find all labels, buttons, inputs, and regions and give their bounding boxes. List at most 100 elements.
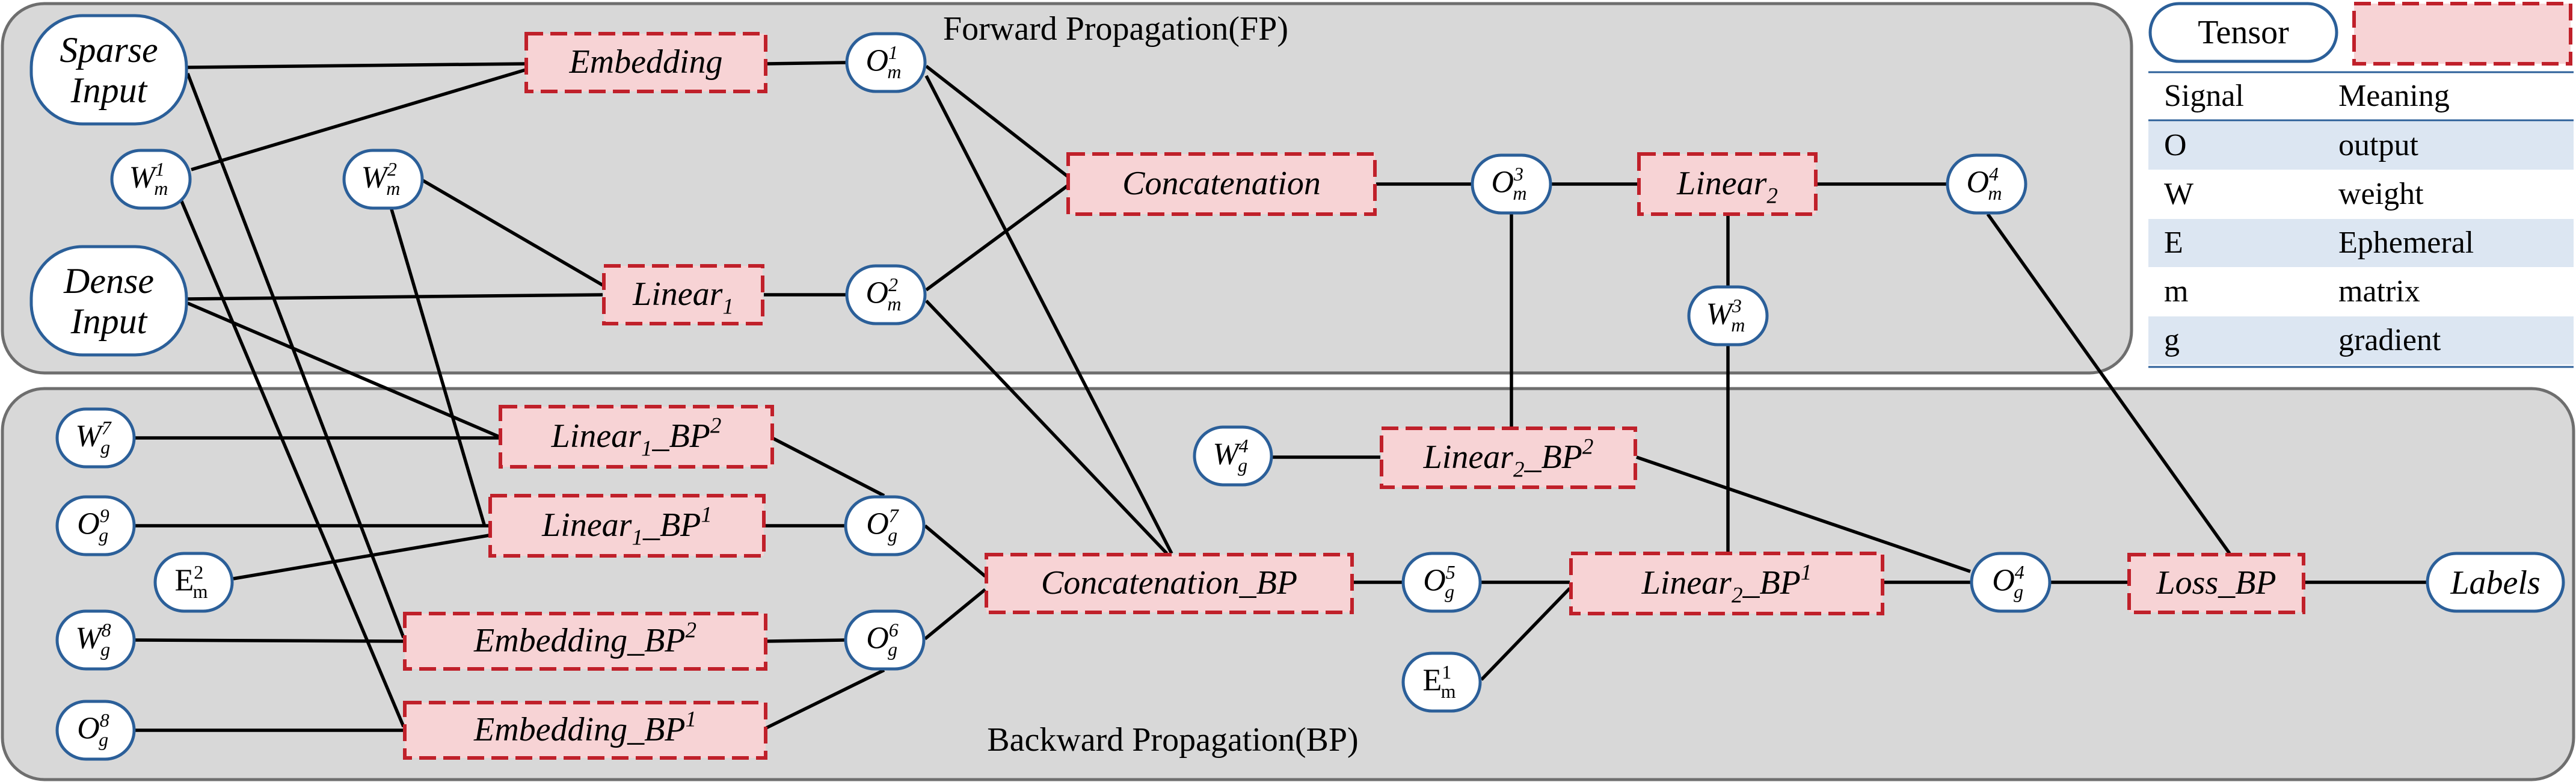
legend-row-band: [2148, 122, 2574, 170]
tensor-label: E2m​: [174, 561, 207, 602]
tensor-label: O8g​: [77, 709, 109, 750]
operator-node-loss-bp: Loss_BP: [2127, 553, 2305, 614]
tensor-node-o-g-6: O6g​: [844, 609, 926, 671]
backward-region-title: Backward Propagation(BP): [987, 721, 1358, 759]
legend-row-signal: E: [2164, 226, 2183, 260]
edge-o-g-7-to-linear1-bp2: [766, 434, 885, 497]
operator-label: Concatenation_BP: [1041, 564, 1297, 602]
edge-sparse-input-to-embedding: [187, 62, 526, 69]
edges: [135, 61, 2426, 732]
forward-region-title: Forward Propagation(FP): [943, 10, 1288, 48]
tensor-label: O2m​: [865, 274, 901, 315]
tensor-label-line: Input: [70, 70, 148, 110]
legend-row-meaning: Ephemeral: [2338, 226, 2474, 260]
operator-label: Loss_BP: [2156, 564, 2276, 602]
tensor-label: O6g​: [866, 619, 899, 660]
tensor-label: W1m​: [129, 158, 168, 199]
operator-node-concatenation-bp: Concatenation_BP: [985, 553, 1354, 614]
edge-o-g-6-to-embedding-bp2: [766, 638, 845, 643]
edge-o-m-1-to-concatenation-bp: [924, 75, 1173, 555]
tensor-node-w-m-2: W2m​: [342, 149, 424, 210]
edge-concatenation-bp-to-o-g-6: [924, 588, 986, 641]
edge-dense-input-to-linear1-bp2: [186, 301, 500, 439]
edge-o-g-6-to-embedding-bp1: [763, 668, 885, 731]
tensor-label: W3m​: [1706, 295, 1745, 336]
tensor-label: O9g​: [77, 505, 109, 546]
tensor-node-o-m-1: O1m​: [845, 32, 927, 93]
tensor-node-w-g-7: W7g​: [55, 407, 136, 469]
tensor-label-line: Labels: [2450, 564, 2540, 602]
tensor-label: W8g​: [75, 619, 111, 660]
tensor-node-w-g-8: W8g​: [55, 609, 136, 671]
edge-embedding-to-o-m-1: [766, 61, 846, 66]
tensor-node-w-g-4: W4g​: [1193, 425, 1273, 487]
legend-tensor-label: Tensor: [2198, 14, 2289, 51]
legend-operator-swatch: [2352, 2, 2572, 66]
operator-label: Linear1​: [632, 276, 734, 319]
edge-concatenation-bp-to-o-g-7: [924, 524, 986, 578]
operator-node-linear2: Linear2​: [1637, 152, 1818, 216]
tensor-label: W2m​: [361, 158, 401, 199]
operator-node-concatenation: Concatenation: [1066, 152, 1377, 216]
tensor-label-line: Sparse: [60, 30, 158, 70]
tensor-label-line: Dense: [63, 261, 154, 301]
tensor-label: W4g​: [1213, 435, 1248, 476]
operator-label: Linear2​_BP2​: [1423, 434, 1594, 482]
operator-node-embedding-bp1: Embedding_BP1​: [403, 701, 767, 760]
tensor-node-o-g-4: O4g​: [1970, 552, 2052, 613]
operator-label: Embedding_BP1​: [473, 707, 696, 748]
edge-embedding-bp2-to-w-g-8: [135, 638, 404, 643]
tensor-node-labels: Labels: [2426, 552, 2565, 613]
edge-w-m-2-to-linear1-bp1: [390, 209, 486, 525]
operator-label: Linear1​_BP1​: [541, 502, 712, 550]
legend-row-signal: m: [2164, 274, 2188, 309]
edge-linear1-bp1-to-e-m-2: [233, 534, 490, 580]
legend-row-band: [2148, 219, 2574, 267]
tensor-node-o-g-8: O8g​: [55, 700, 136, 761]
tensor-label: O4g​: [1992, 561, 2024, 602]
tensor-label: O5g​: [1423, 561, 1456, 602]
operator-node-linear1: Linear1​: [602, 264, 764, 325]
tensor-node-w-m-3: W3m​: [1687, 285, 1769, 346]
legend-row-signal: O: [2164, 128, 2187, 162]
operator-label: Linear2​: [1676, 165, 1778, 209]
tensor-label: O4m​: [1966, 163, 2002, 204]
edge-o-m-2-to-concatenation-bp: [925, 300, 1168, 555]
legend-tensor-swatch: [2148, 2, 2338, 63]
legend-row-meaning: matrix: [2338, 274, 2420, 309]
operator-node-embedding-bp2: Embedding_BP2​: [403, 612, 767, 671]
operator-label: Linear1​_BP2​: [551, 413, 722, 461]
edge-w-m-2-to-linear1: [422, 179, 604, 287]
edge-w-m-1-to-embedding: [191, 68, 526, 171]
edge-linear2-bp1-to-e-m-1: [1480, 587, 1571, 681]
tensor-node-e-m-2: E2m​: [153, 552, 234, 613]
operator-node-linear2-bp2: Linear2​_BP2​: [1380, 426, 1637, 489]
operator-label: Embedding_BP2​: [473, 618, 696, 659]
tensor-label-line: Input: [70, 301, 148, 341]
tensor-node-o-g-7: O7g​: [844, 495, 926, 556]
legend-row-meaning: gradient: [2338, 323, 2441, 357]
nodes: SparseInputDenseInputW1m​W2m​W3m​O1m​O2m…: [29, 14, 2565, 761]
tensor-node-w-m-1: W1m​: [110, 149, 192, 210]
operator-node-embedding: Embedding: [524, 32, 767, 93]
edge-o-g-4-to-linear2-bp2: [1636, 455, 1971, 573]
legend-header-signal: Signal: [2164, 79, 2244, 113]
legend-row-band: [2148, 316, 2574, 365]
tensor-label: W7g​: [75, 417, 112, 458]
tensor-node-o-g-9: O9g​: [55, 495, 136, 556]
tensor-node-o-m-4: O4m​: [1946, 153, 2027, 215]
legend-header-meaning: Meaning: [2338, 79, 2450, 113]
operator-node-linear1-bp2: Linear1​_BP2​: [499, 405, 774, 469]
legend-row-signal: g: [2164, 323, 2180, 357]
legend-row-meaning: output: [2338, 128, 2418, 162]
tensor-node-o-g-5: O5g​: [1401, 552, 1482, 613]
edge-dense-input-to-linear1: [187, 293, 603, 301]
tensor-label: O3m​: [1491, 163, 1526, 204]
legend-row-meaning: weight: [2338, 177, 2424, 211]
edge-o-m-4-to-loss-bp: [1986, 213, 2231, 555]
edge-sparse-input-to-embedding-bp2: [186, 73, 405, 638]
operator-label: Embedding: [568, 43, 722, 81]
